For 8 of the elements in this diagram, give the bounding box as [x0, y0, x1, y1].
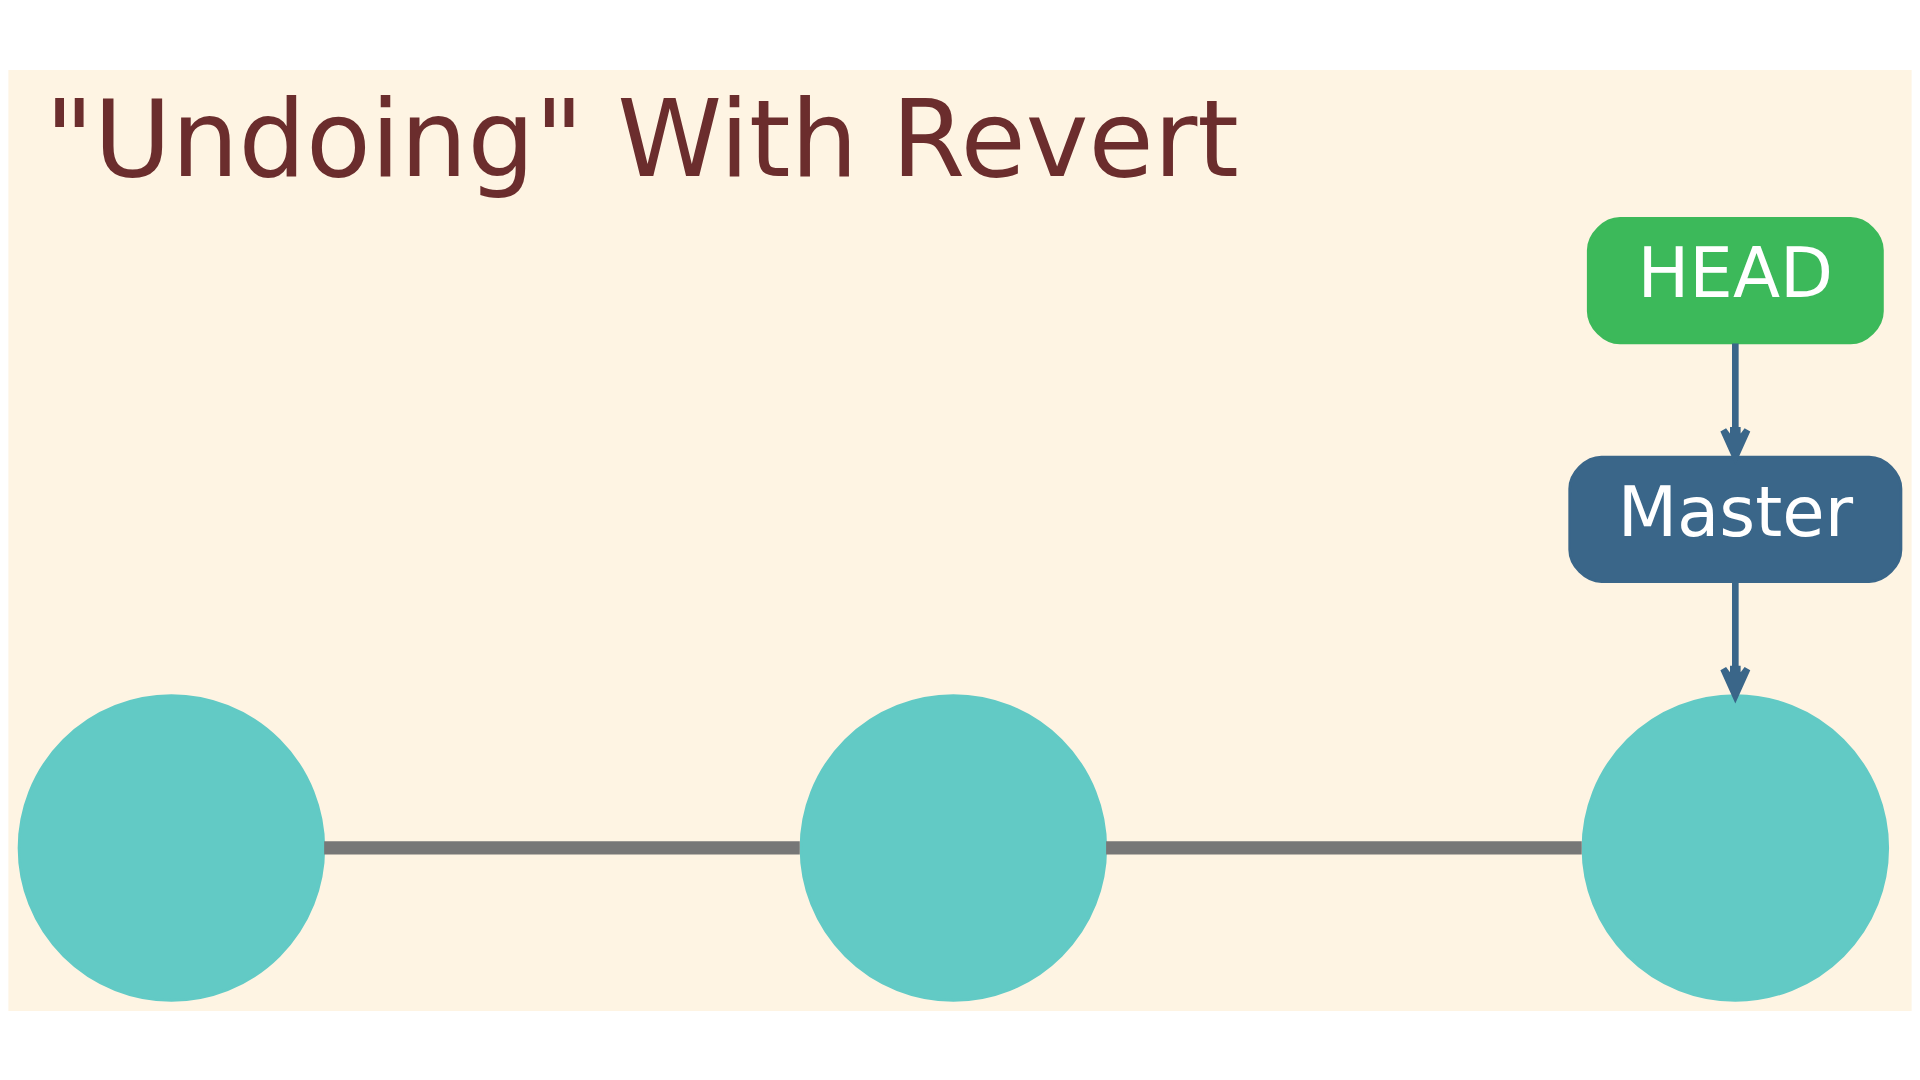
node-circle	[17, 693, 326, 1002]
connector	[324, 840, 800, 855]
connector	[1106, 840, 1582, 855]
node-box: HEAD	[1586, 216, 1884, 344]
node-circle	[1581, 693, 1890, 1002]
node-circle	[799, 693, 1108, 1002]
diagram-title: "Undoing" With Revert	[45, 77, 1239, 201]
node-box: Master	[1568, 455, 1903, 583]
